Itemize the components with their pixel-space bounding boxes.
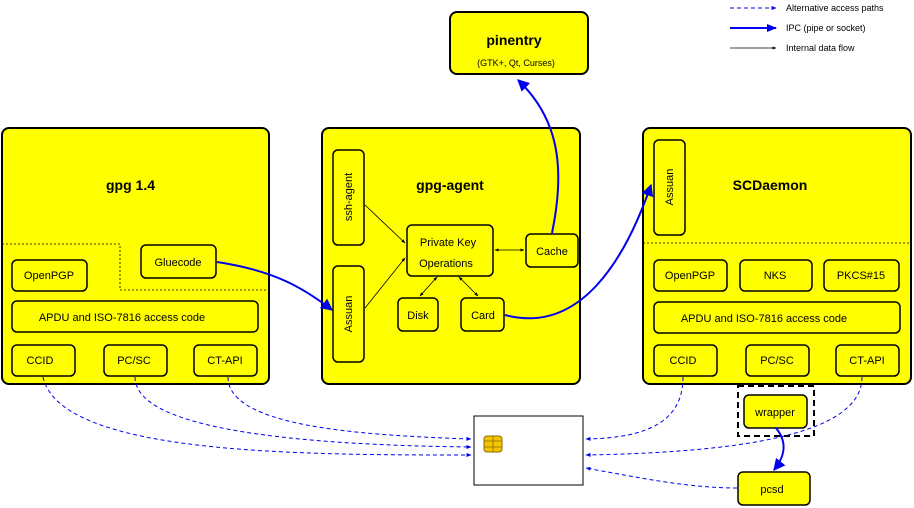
gpg-apdu-box	[11, 300, 259, 333]
scd-nks-label: NKS	[764, 270, 787, 282]
scd-ccid-label: CCID	[670, 355, 697, 367]
scd-pcsc-box	[745, 344, 810, 377]
flow-privkey-disk	[419, 276, 438, 297]
gpg-gluecode-label: Gluecode	[154, 257, 201, 269]
gpg-pcsc-box	[103, 344, 168, 377]
agent-card-label: Card	[471, 310, 495, 322]
alt-gpg-pcsc-to-card	[134, 376, 472, 449]
agent-privkey-line1: Private Key	[420, 237, 477, 249]
flow-privkey-card	[458, 276, 479, 297]
alt-scd-ccid-to-card	[585, 376, 684, 441]
scd-ccid-box	[653, 344, 718, 377]
scd-apdu-label: APDU and ISO-7816 access code	[681, 313, 847, 325]
agent-ssh-label: ssh-agent	[343, 173, 355, 221]
flow-ssh-to-privkey	[364, 204, 406, 244]
agent-title: gpg-agent	[416, 177, 484, 193]
wrapper-group: wrapper	[737, 385, 815, 437]
gpg-pcsc-label: PC/SC	[117, 355, 151, 367]
scd-title: SCDaemon	[733, 177, 808, 193]
gpg-openpgp-label: OpenPGP	[24, 270, 74, 282]
gpg-ccid-box	[11, 344, 76, 377]
alt-gpg-ctapi-to-card	[227, 376, 472, 441]
scd-openpgp-label: OpenPGP	[665, 270, 715, 282]
alt-pcsd-to-card	[585, 466, 738, 489]
agent-cache-box	[525, 233, 579, 268]
agent-privkey-box	[406, 224, 494, 277]
scd-ctapi-box	[835, 344, 900, 377]
agent-card-box	[460, 297, 505, 332]
scd-apdu-box	[653, 301, 901, 334]
legend-internal-label: Internal data flow	[786, 43, 855, 53]
smart-card	[473, 415, 584, 486]
scd-openpgp-box	[653, 259, 728, 292]
gpg-apdu-label: APDU and ISO-7816 access code	[39, 312, 205, 324]
ipc-card-to-scd	[504, 183, 654, 320]
legend: Alternative access paths IPC (pipe or so…	[730, 3, 884, 53]
alt-gpg-ccid-to-card	[42, 376, 472, 457]
gpg-box: gpg 1.4 Gluecode OpenPGP APDU and ISO-78…	[1, 127, 270, 385]
gpg-gluecode-box	[140, 244, 217, 279]
flow-assuan-to-privkey	[364, 257, 406, 309]
scd-assuan-label: Assuan	[664, 169, 676, 206]
legend-ipc-label: IPC (pipe or socket)	[786, 23, 866, 33]
pcsd-box: pcsd	[737, 471, 811, 506]
gpg-ctapi-label: CT-API	[207, 355, 242, 367]
scd-pkcs-box	[823, 259, 900, 292]
ipc-wrapper-to-pcsd	[773, 427, 786, 471]
pinentry-box: pinentry (GTK+, Qt, Curses)	[449, 11, 589, 75]
legend-alternative-label: Alternative access paths	[786, 3, 884, 13]
agent-disk-label: Disk	[407, 310, 429, 322]
scd-assuan-box	[653, 139, 686, 236]
wrapper-box	[743, 394, 808, 429]
ipc-cache-to-pinentry	[517, 79, 560, 234]
gpg-openpgp-box	[11, 259, 88, 292]
gpg-ccid-label: CCID	[27, 355, 54, 367]
scd-nks-box	[739, 259, 813, 292]
gpg-ctapi-box	[193, 344, 258, 377]
wrapper-label: wrapper	[754, 407, 795, 419]
ipc-gluecode-to-agent	[216, 261, 333, 311]
chip-icon	[483, 435, 503, 453]
scd-pkcs-label: PKCS#15	[837, 270, 885, 282]
pinentry-title: pinentry	[486, 32, 541, 48]
scd-pcsc-label: PC/SC	[760, 355, 794, 367]
agent-disk-box	[397, 297, 439, 332]
agent-box: gpg-agent ssh-agent Assuan Private Key O…	[321, 127, 581, 385]
gpg-title: gpg 1.4	[106, 177, 155, 193]
agent-assuan-label: Assuan	[343, 296, 355, 333]
pcsd-label: pcsd	[760, 484, 783, 496]
scd-box: SCDaemon Assuan OpenPGP NKS PKCS#15 APDU…	[642, 127, 912, 385]
pinentry-subtitle: (GTK+, Qt, Curses)	[477, 58, 555, 68]
agent-assuan-box	[332, 265, 365, 363]
scd-ctapi-label: CT-API	[849, 355, 884, 367]
agent-ssh-box	[332, 149, 365, 246]
agent-cache-label: Cache	[536, 246, 568, 258]
gpg-divider	[2, 243, 269, 291]
alt-scd-ctapi-to-card	[585, 376, 863, 457]
agent-privkey-line2: Operations	[419, 258, 473, 270]
